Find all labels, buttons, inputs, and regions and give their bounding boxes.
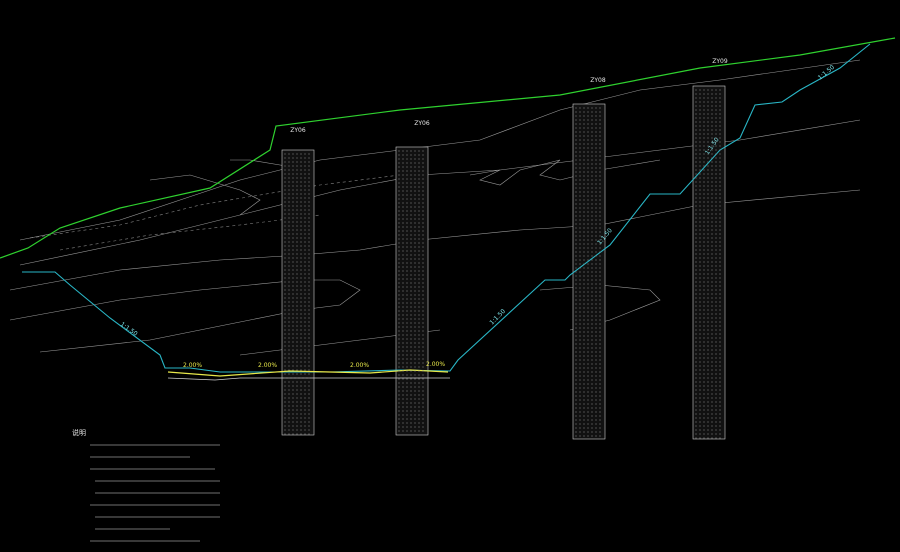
design-cut-line bbox=[22, 43, 871, 373]
grade-label-3: 2.00% bbox=[350, 362, 369, 369]
notes-lines bbox=[90, 444, 220, 542]
borehole-4-name: ZY09 bbox=[712, 58, 728, 65]
borehole-3: ZY08 bbox=[572, 77, 606, 440]
borehole-3-column bbox=[572, 103, 606, 440]
dashed-lines bbox=[29, 174, 401, 251]
stratum-line-4 bbox=[9, 279, 361, 353]
dashed-line-1 bbox=[29, 174, 401, 239]
borehole-1-name: ZY06 bbox=[290, 127, 306, 134]
borehole-4-hatch bbox=[695, 89, 723, 439]
borehole-1-column bbox=[281, 149, 315, 436]
roadbed-base bbox=[167, 377, 450, 381]
dashed-line-2 bbox=[59, 214, 321, 251]
grade-label-1: 2.00% bbox=[183, 362, 202, 369]
borehole-2-name: ZY06 bbox=[414, 120, 430, 127]
natural-ground-line bbox=[0, 37, 896, 259]
roadbed-surface bbox=[167, 369, 449, 377]
borehole-2-hatch bbox=[398, 150, 426, 432]
borehole-4: ZY09 bbox=[692, 58, 728, 440]
grade-label-2: 2.00% bbox=[258, 362, 277, 369]
boreholes: ZY06 ZY06 ZY08 ZY09 bbox=[281, 58, 728, 440]
stratum-line-1 bbox=[19, 59, 861, 241]
stratum-line-5 bbox=[469, 159, 661, 186]
slope-label-5: 1:1.50 bbox=[817, 64, 836, 82]
stratum-line-3 bbox=[9, 189, 861, 291]
borehole-2: ZY06 bbox=[395, 120, 430, 436]
notes-title: 说明 bbox=[72, 428, 86, 437]
borehole-3-name: ZY08 bbox=[590, 77, 606, 84]
slope-label-1: 1:1.50 bbox=[119, 321, 139, 338]
borehole-4-column bbox=[692, 85, 726, 440]
notes-block: 说明 bbox=[72, 428, 220, 542]
grade-labels: 2.00% 2.00% 2.00% 2.00% bbox=[183, 361, 445, 369]
grade-label-4: 2.00% bbox=[426, 361, 445, 368]
borehole-1: ZY06 bbox=[281, 127, 315, 436]
borehole-1-hatch bbox=[284, 153, 312, 435]
stratum-line-9 bbox=[149, 174, 261, 216]
strata-lines bbox=[9, 59, 861, 356]
borehole-3-hatch bbox=[575, 107, 603, 437]
